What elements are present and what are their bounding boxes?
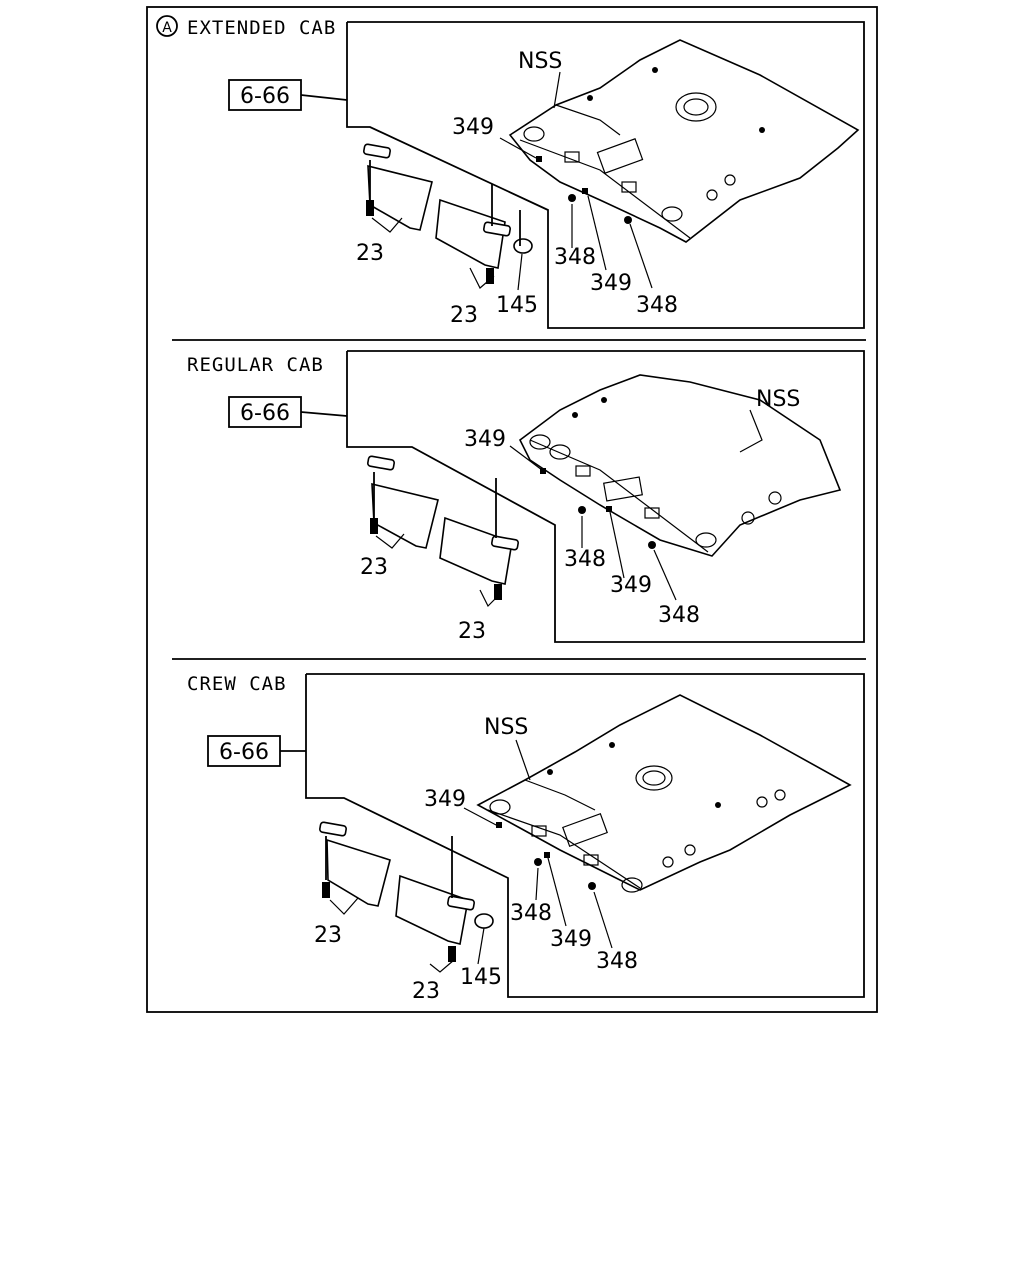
callout-349: 349 [610,573,652,598]
ref-box-label[interactable]: 6-66 [219,740,269,765]
fastener-349 [496,822,502,828]
callout-nss: NSS [484,715,528,740]
callout-348: 348 [510,901,552,926]
callout-23: 23 [458,619,486,644]
headliner [508,39,860,243]
callout-348: 348 [564,547,606,572]
callout-348: 348 [554,245,596,270]
section-marker-circle [156,15,178,37]
callout-349: 349 [452,115,494,140]
callout-23: 23 [412,979,440,1004]
fastener-349 [540,468,546,474]
fastener-349 [606,506,612,512]
visor-clip [513,238,533,254]
callout-nss: NSS [518,49,562,74]
callout-23: 23 [450,303,478,328]
callout-145: 145 [496,293,538,318]
callout-349: 349 [464,427,506,452]
section-crew-cab: CREW CAB 6-66 [187,673,865,1004]
callout-23: 23 [314,923,342,948]
callout-349: 349 [424,787,466,812]
sun-visor-left [363,143,433,231]
section-title: EXTENDED CAB [187,17,336,39]
callout-348: 348 [658,603,700,628]
sun-visor-right [439,478,519,600]
fastener-349 [582,188,588,194]
fastener-348 [578,506,586,514]
sun-visor-left [319,821,391,907]
callout-349: 349 [550,927,592,952]
fastener-348 [534,858,542,866]
callout-348: 348 [636,293,678,318]
callout-23: 23 [356,241,384,266]
callout-23: 23 [360,555,388,580]
outer-frame [146,6,878,1013]
assembly-boundary [346,21,865,329]
ref-box-label[interactable]: 6-66 [240,84,290,109]
callout-349: 349 [590,271,632,296]
ref-leader [300,94,348,101]
callout-nss: NSS [756,387,800,412]
section-extended-cab: A EXTENDED CAB 6-66 [156,15,865,329]
section-title: REGULAR CAB [187,354,324,376]
sun-visor-right [435,184,511,284]
section-title: CREW CAB [187,673,287,695]
fastener-348 [568,194,576,202]
fastener-348 [588,882,596,890]
sun-visor-right [395,836,475,962]
fastener-348 [624,216,632,224]
callout-145: 145 [460,965,502,990]
fastener-349 [536,156,542,162]
headliner [518,374,842,557]
fastener-349 [544,852,550,858]
section-regular-cab: REGULAR CAB 6-66 [187,350,865,644]
fastener-348 [648,541,656,549]
section-marker: A [162,20,172,36]
assembly-boundary [305,673,865,998]
callout-348: 348 [596,949,638,974]
ref-box-label[interactable]: 6-66 [240,401,290,426]
ref-leader [300,411,348,417]
sun-visor-left [367,455,439,549]
headliner [476,694,852,893]
assembly-boundary [346,350,865,643]
visor-clip [474,913,494,929]
